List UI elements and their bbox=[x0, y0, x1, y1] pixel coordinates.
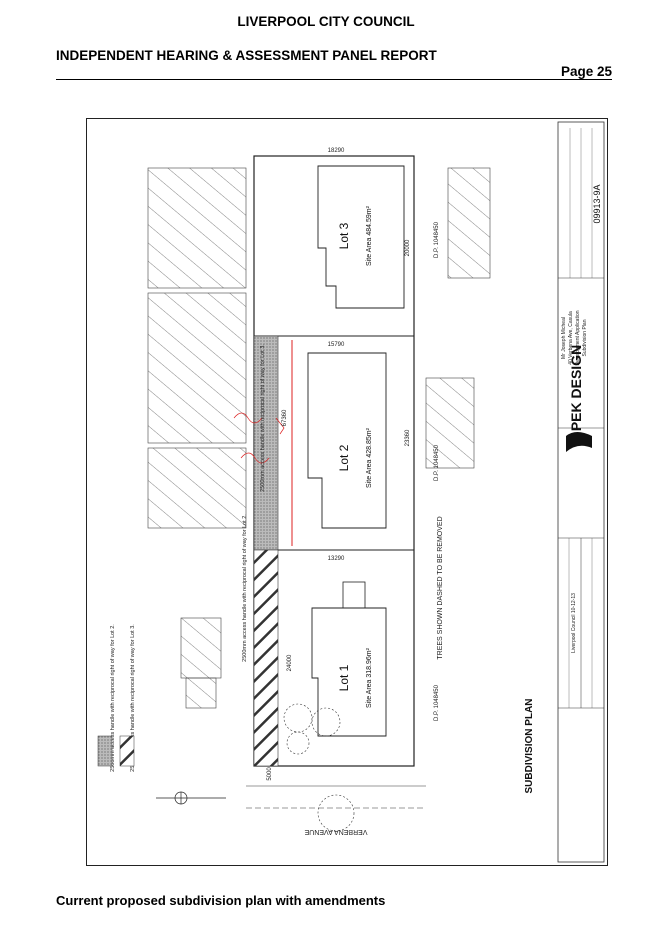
lot-buildings bbox=[307, 165, 405, 737]
client-name: Mr Joseph Micheal bbox=[561, 317, 567, 359]
street-name: VERBENA AVENUE bbox=[304, 828, 367, 835]
red-annotation bbox=[233, 412, 285, 464]
dim-lot1-depth: 13290 bbox=[328, 556, 345, 562]
north-arrow-icon bbox=[156, 791, 226, 805]
dp-label-1: D.P. 1048450 bbox=[434, 684, 440, 721]
dim-mid-depth: 15790 bbox=[328, 342, 345, 348]
dashed-trees bbox=[283, 703, 355, 832]
dp-label-2: D.P. 1048450 bbox=[434, 444, 440, 481]
neighbour-buildings-bottom bbox=[425, 167, 491, 469]
access-handle-lot2 bbox=[253, 335, 279, 551]
dim-lot3-frontage: 20000 bbox=[405, 239, 411, 256]
company-logo-mark bbox=[566, 432, 592, 452]
company-logo: PEK DESIGN bbox=[568, 345, 584, 431]
site-address: 40 Verbena Ave, Casula bbox=[568, 311, 574, 365]
legend-swatch-lot3 bbox=[119, 735, 135, 767]
subdivision-plan-drawing: 09913-9A Mr Joseph Micheal 40 Verbena Av… bbox=[86, 118, 608, 866]
sheet-name: Subdivision Plan bbox=[582, 319, 588, 356]
page-number: Page 25 bbox=[560, 64, 612, 79]
lot-2-area: Site Area 428.85m² bbox=[366, 427, 373, 488]
dim-top-depth: 18290 bbox=[328, 148, 345, 154]
dim-lot2-frontage: 23360 bbox=[405, 429, 411, 446]
access-handle-lot3 bbox=[253, 549, 279, 767]
revision-note: Liverpool Council 10-12-13 bbox=[571, 593, 577, 653]
easement-note-lot3: 2500mm access handle with reciprocal rig… bbox=[130, 624, 136, 772]
drawing-number: 09913-9A bbox=[592, 184, 602, 223]
council-name: LIVERPOOL CITY COUNCIL bbox=[237, 14, 415, 29]
lot-2-name: Lot 2 bbox=[337, 444, 351, 471]
plan-title: SUBDIVISION PLAN bbox=[524, 698, 535, 793]
dim-access: 67360 bbox=[282, 409, 288, 426]
lot-1-name: Lot 1 bbox=[337, 664, 351, 691]
report-title: INDEPENDENT HEARING & ASSESSMENT PANEL R… bbox=[56, 48, 437, 63]
lot-2-label: Lot 2 Site Area 428.85m² bbox=[337, 427, 373, 488]
lot-3-area: Site Area 484.59m² bbox=[366, 205, 373, 266]
lot-3-name: Lot 3 bbox=[337, 222, 351, 249]
lot-1-label: Lot 1 Site Area 318.96m² bbox=[337, 647, 373, 708]
dim-lot1-frontage: 24000 bbox=[287, 654, 293, 671]
lot-3-label: Lot 3 Site Area 484.59m² bbox=[337, 205, 373, 266]
easement-note-lot3-mid: 2500mm access handle with reciprocal rig… bbox=[260, 344, 266, 492]
neighbour-buildings-top bbox=[147, 167, 247, 709]
header-rule bbox=[56, 79, 612, 80]
figure-caption: Current proposed subdivision plan with a… bbox=[56, 893, 386, 908]
legend-swatch-lot2 bbox=[97, 735, 113, 767]
title-block: 09913-9A Mr Joseph Micheal 40 Verbena Av… bbox=[557, 121, 605, 863]
easement-note-lot2-mid: 2500mm access handle with reciprocal rig… bbox=[242, 514, 248, 662]
dim-front: 5000 bbox=[267, 767, 273, 781]
lot-1-area: Site Area 318.96m² bbox=[366, 647, 373, 708]
project-name: Development Application bbox=[575, 310, 581, 365]
easement-note-lot2: 2500mm access handle with reciprocal rig… bbox=[110, 624, 116, 772]
dp-label-3: D.P. 1048450 bbox=[434, 221, 440, 258]
trees-note: TREES SHOWN DASHED TO BE REMOVED bbox=[437, 516, 444, 659]
